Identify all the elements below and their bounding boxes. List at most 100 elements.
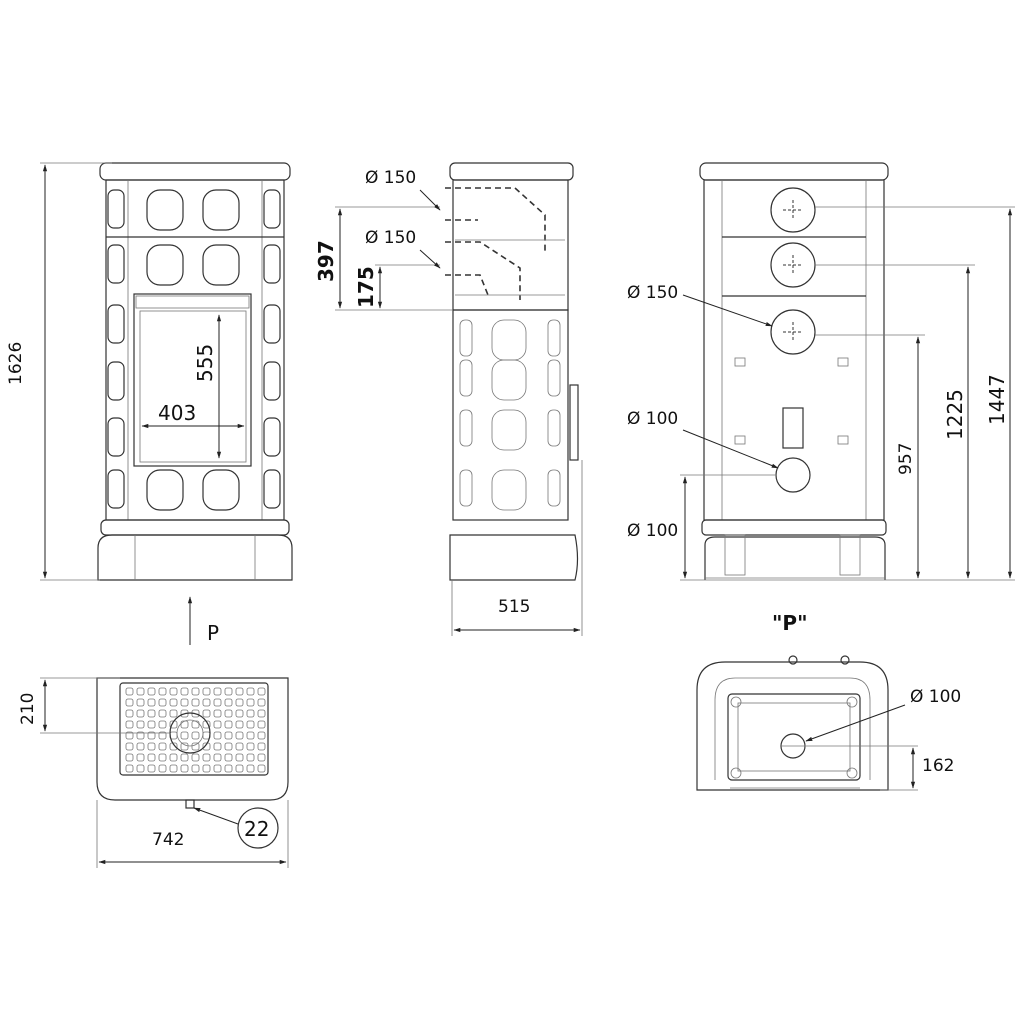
grille-cell — [169, 709, 178, 718]
flue-lower-label: Ø 150 — [365, 228, 416, 248]
grille-cell — [246, 720, 255, 729]
grille-cell — [158, 687, 167, 696]
grille-cell — [158, 753, 167, 762]
side-tile — [491, 469, 527, 511]
side-depth-label: 515 — [498, 597, 530, 617]
grille-cell — [202, 709, 211, 718]
side-tile — [107, 244, 125, 284]
grille-cell — [191, 742, 200, 751]
grille-cell — [136, 720, 145, 729]
grille-cell — [202, 742, 211, 751]
flue-150-label: Ø 150 — [627, 283, 678, 303]
door-height-label: 555 — [193, 344, 217, 382]
grille-cell — [246, 698, 255, 707]
front-tile — [202, 189, 240, 231]
grille-cell — [224, 764, 233, 773]
grille-cell — [158, 698, 167, 707]
grille-cell — [136, 709, 145, 718]
front-tile — [202, 469, 240, 511]
grille-cell — [202, 764, 211, 773]
grille-cell — [169, 764, 178, 773]
side-tile — [547, 469, 561, 507]
height-957-label: 957 — [896, 443, 916, 475]
grille-cell — [202, 753, 211, 762]
door-width-label: 403 — [158, 401, 196, 425]
side-tile — [459, 319, 473, 357]
grille-cell — [224, 687, 233, 696]
grille-cell — [257, 687, 266, 696]
grille-cell — [158, 720, 167, 729]
back-view: 1447 1225 957 Ø 150 Ø 100 Ø 100 — [627, 162, 1015, 581]
grille-cell — [136, 753, 145, 762]
front-tile — [202, 244, 240, 286]
side-tile — [107, 469, 125, 509]
grille-cell — [224, 753, 233, 762]
grille-cell — [125, 687, 134, 696]
top-view: 210 742 22 — [18, 677, 289, 868]
grille-cell — [235, 731, 244, 740]
front-tiles — [107, 189, 281, 511]
front-view: 1626 555 403 P — [6, 162, 293, 645]
grille-cell — [180, 731, 189, 740]
grille-cell — [147, 687, 156, 696]
side-tile — [547, 359, 561, 397]
grille-cell — [180, 764, 189, 773]
grille-cell — [147, 764, 156, 773]
grille-cell — [213, 687, 222, 696]
grille-cell — [125, 731, 134, 740]
grille-cell — [257, 731, 266, 740]
side-tile — [263, 304, 281, 344]
grille-cell — [147, 698, 156, 707]
upper-height-label: 397 — [314, 240, 338, 282]
side-tile — [107, 304, 125, 344]
grille-cell — [191, 698, 200, 707]
side-tile — [263, 244, 281, 284]
outlet-100-label: Ø 100 — [627, 521, 678, 541]
grille-cell — [246, 764, 255, 773]
grille-cell — [224, 720, 233, 729]
grille-cell — [169, 742, 178, 751]
grille-cell — [136, 742, 145, 751]
p-offset-label: 162 — [922, 756, 954, 776]
top-grille — [125, 687, 266, 773]
grille-cell — [257, 709, 266, 718]
grille-cell — [257, 720, 266, 729]
depth-label: 210 — [18, 693, 38, 725]
height-label: 1626 — [6, 342, 26, 385]
view-arrow-label: P — [207, 621, 219, 645]
grille-cell — [158, 731, 167, 740]
side-tile — [491, 409, 527, 451]
lower-height-label: 175 — [354, 266, 378, 308]
grille-cell — [202, 687, 211, 696]
grille-cell — [147, 720, 156, 729]
grille-cell — [158, 742, 167, 751]
grille-cell — [257, 764, 266, 773]
grille-cell — [180, 753, 189, 762]
grille-cell — [125, 709, 134, 718]
door-handle — [569, 384, 579, 461]
grille-cell — [191, 764, 200, 773]
grille-cell — [147, 753, 156, 762]
width-label: 742 — [152, 830, 184, 850]
side-tile — [107, 417, 125, 457]
grille-cell — [147, 742, 156, 751]
p-inlet-label: Ø 100 — [910, 687, 961, 707]
grille-cell — [158, 709, 167, 718]
grille-cell — [224, 709, 233, 718]
grille-cell — [125, 764, 134, 773]
grille-cell — [246, 753, 255, 762]
grille-cell — [136, 687, 145, 696]
p-view: "P" Ø 100 162 — [696, 611, 961, 791]
grille-cell — [191, 720, 200, 729]
grille-cell — [246, 687, 255, 696]
grille-cell — [235, 742, 244, 751]
fire-door — [133, 293, 252, 467]
grille-cell — [257, 753, 266, 762]
grille-cell — [158, 764, 167, 773]
grille-cell — [235, 709, 244, 718]
grille-cell — [191, 731, 200, 740]
grille-cell — [235, 698, 244, 707]
grille-cell — [213, 709, 222, 718]
side-tile — [263, 189, 281, 229]
height-1225-label: 1225 — [943, 389, 967, 440]
